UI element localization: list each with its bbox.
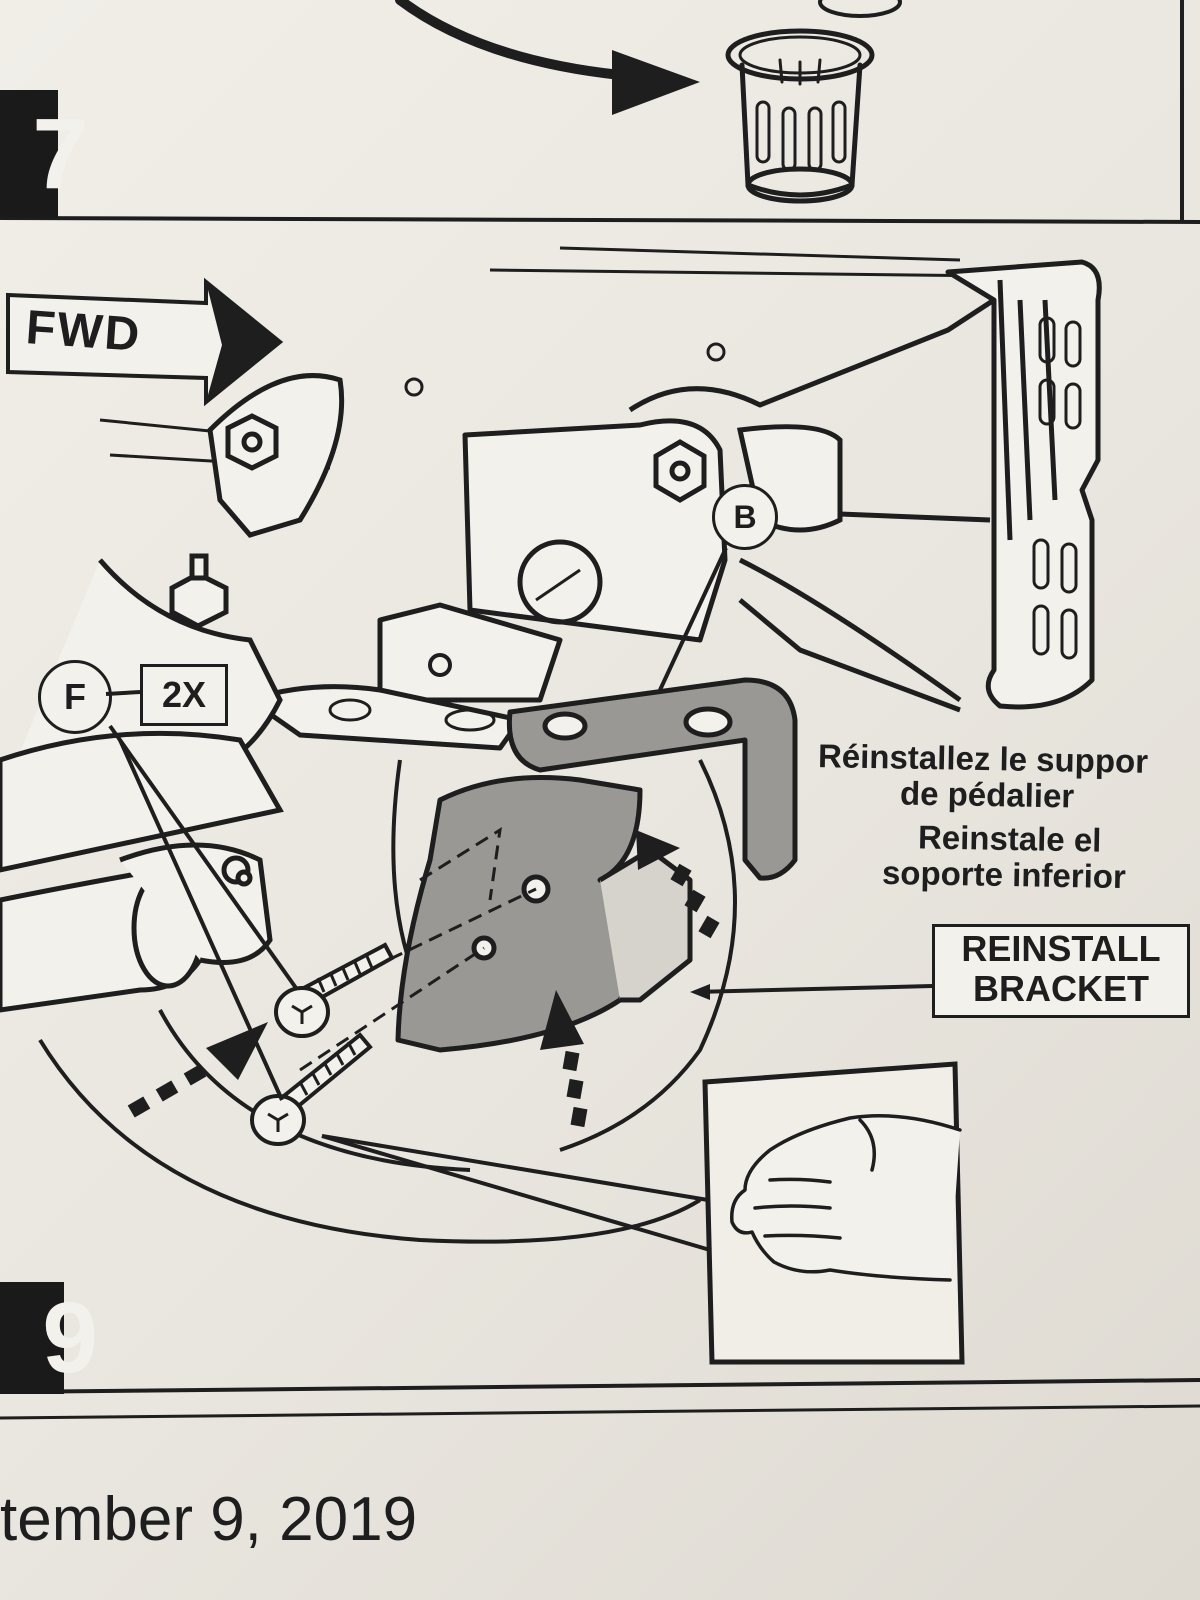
quantity-badge: 2X — [140, 664, 228, 726]
instruction-spanish-line2: soporte inferior — [881, 853, 1127, 896]
callout-f: F — [38, 660, 112, 734]
forward-arrow-icon — [6, 277, 284, 407]
footer-date: tember 9, 2019 — [0, 1485, 418, 1554]
instruction-spanish-line1: Reinstale el — [917, 818, 1102, 859]
callout-b: B — [712, 484, 778, 550]
hose-assembly — [0, 730, 284, 1013]
step-tab-shapes — [0, 90, 64, 1394]
instruction-english-line1: REINSTALL — [961, 928, 1161, 969]
instruction-english-line2: BRACKET — [973, 968, 1149, 1009]
screw-lower — [250, 1032, 373, 1146]
step-number-upper: 7 — [32, 97, 88, 210]
upper-left-bolt — [207, 373, 345, 538]
leader-lines — [108, 547, 933, 1252]
step-number-lower: 9 — [42, 1281, 98, 1394]
screw-upper — [274, 942, 395, 1038]
instruction-french-line1: Réinstallez le suppor — [817, 737, 1149, 780]
grommet-illustration — [395, 0, 902, 204]
instruction-english-box: REINSTALL BRACKET — [932, 924, 1190, 1018]
pedal-support-bracket — [395, 677, 798, 1053]
panel-borders — [0, 0, 1200, 1420]
insertion-guides — [299, 827, 537, 1072]
hand-icon — [730, 1113, 962, 1282]
instruction-french-line2: de pédalier — [899, 774, 1075, 815]
